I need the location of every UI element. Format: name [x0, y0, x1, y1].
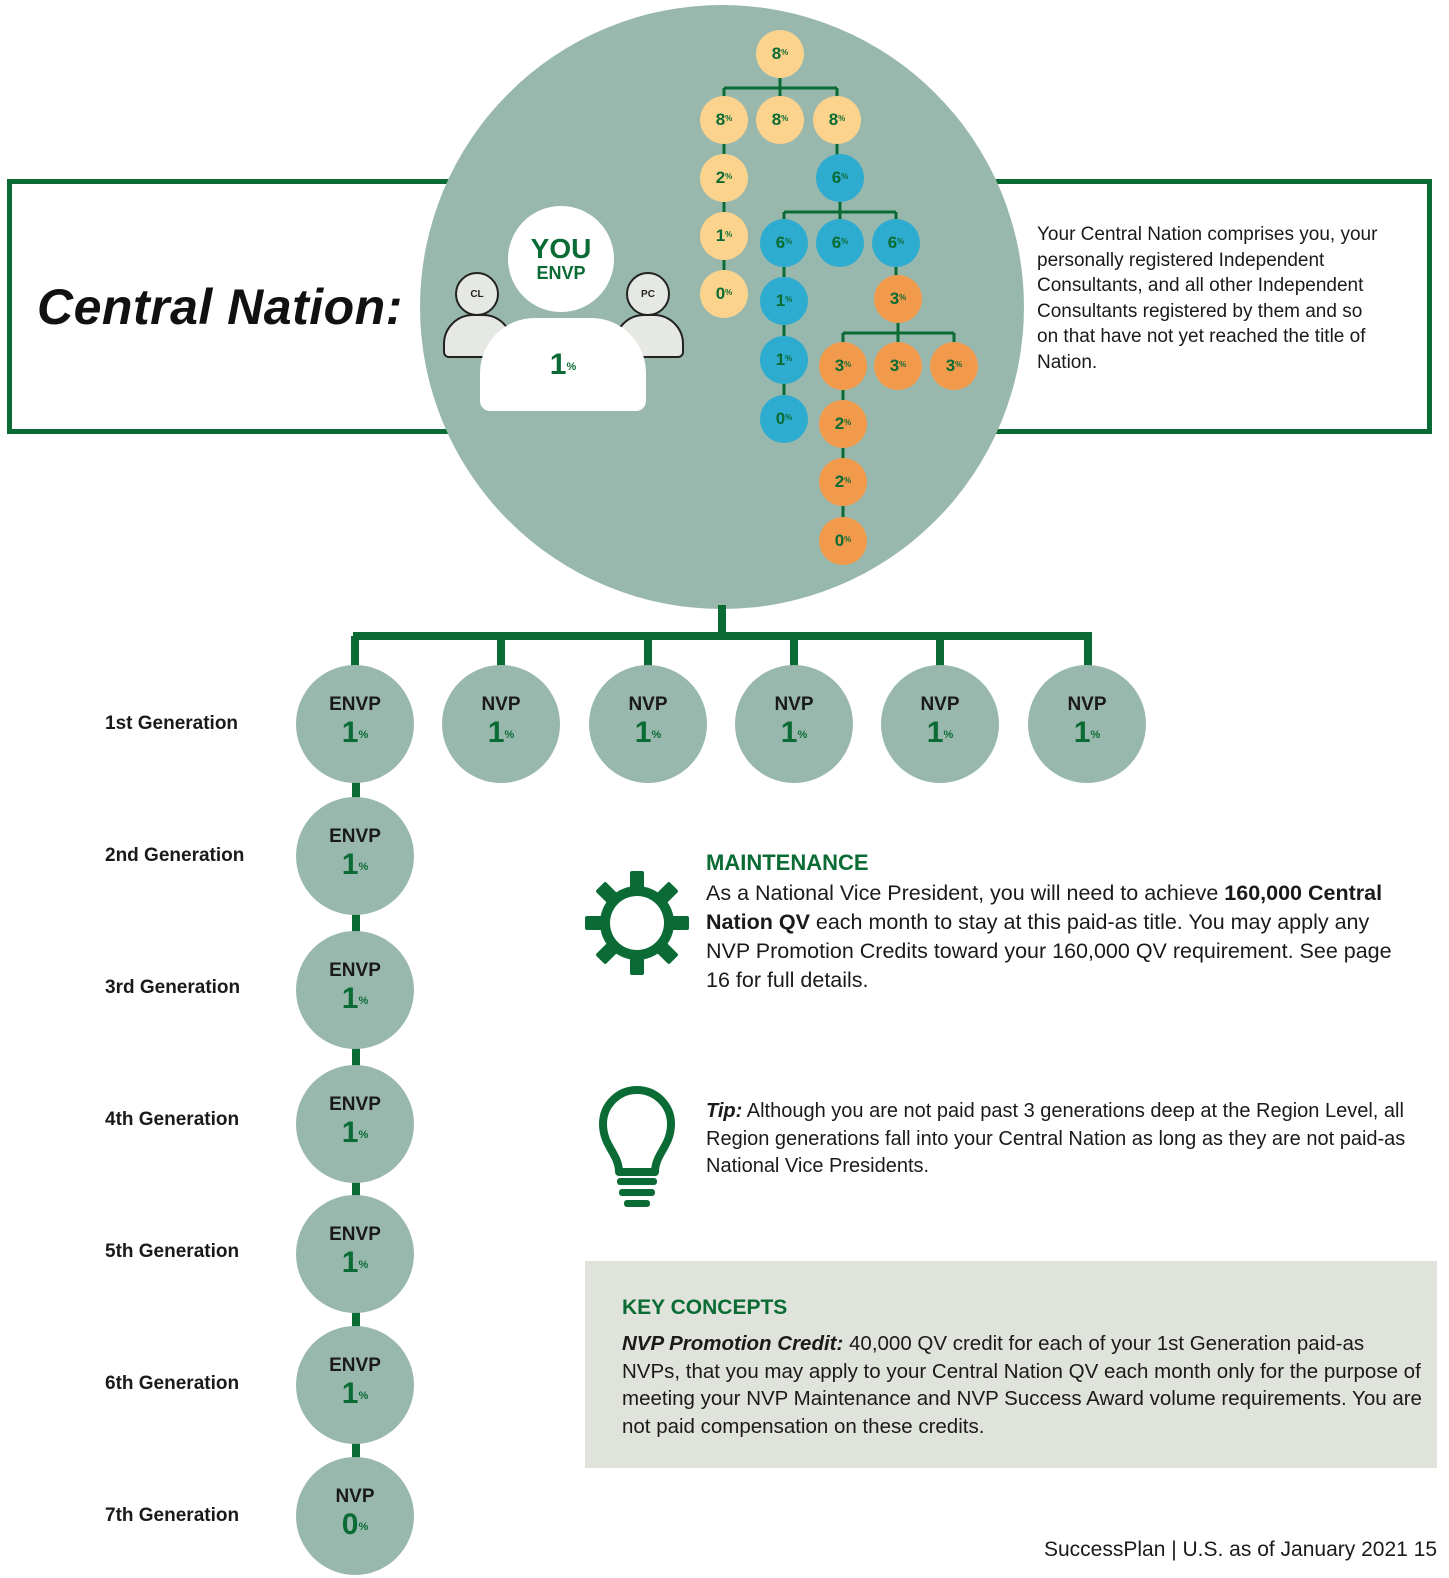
tree-node: 1% [760, 277, 808, 325]
generation-label: 6th Generation [105, 1373, 240, 1394]
lightbulb-icon [599, 1086, 675, 1207]
tree-node: 8% [813, 96, 861, 144]
generation-label: 4th Generation [105, 1109, 240, 1130]
you-role: ENVP [536, 263, 586, 283]
maintenance-title: MAINTENANCE [706, 850, 869, 875]
key-concepts-title: KEY CONCEPTS [622, 1296, 788, 1319]
tree-node: 8% [756, 96, 804, 144]
tree-node: 2% [819, 400, 867, 448]
generation-label: 5th Generation [105, 1241, 240, 1262]
gear-icon [585, 871, 689, 975]
generation-label: 7th Generation [105, 1505, 240, 1526]
page-footer: SuccessPlan | U.S. as of January 2021 15 [1043, 1538, 1437, 1561]
page-title: Central Nation: [37, 279, 403, 335]
tree-node: 2% [700, 154, 748, 202]
generation-label: 1st Generation [105, 713, 239, 734]
you-body: 1% [480, 318, 646, 411]
tree-node: 3% [819, 342, 867, 390]
tree-node: 0% [760, 395, 808, 443]
pc-person-icon: PC [626, 272, 670, 316]
maintenance-text: As a National Vice President, you will n… [706, 881, 1392, 992]
tree-node: 6% [816, 219, 864, 267]
you-label: YOU [530, 233, 592, 264]
tree-node: 0% [819, 517, 867, 565]
key-concepts-text: NVP Promotion Credit: 40,000 QV credit f… [622, 1332, 1422, 1438]
key-concepts-panel [585, 1261, 1437, 1468]
tree-node: 8% [700, 96, 748, 144]
tree-node: 6% [760, 219, 808, 267]
tree-node: 3% [874, 275, 922, 323]
tree-node: 1% [700, 212, 748, 260]
generation-label: 2nd Generation [105, 845, 245, 866]
tree-node: 6% [816, 154, 864, 202]
cl-person-icon: CL [455, 272, 499, 316]
tree-node: 3% [874, 342, 922, 390]
tree-node: 1% [760, 336, 808, 384]
tip-text: Tip: Although you are not paid past 3 ge… [706, 1100, 1406, 1177]
tree-node-root: 8% [756, 30, 804, 78]
tree-node: 2% [819, 458, 867, 506]
tree-node: 0% [700, 270, 748, 318]
tree-node: 6% [872, 219, 920, 267]
you-avatar: YOU ENVP [508, 206, 614, 312]
generation-label: 3rd Generation [105, 977, 241, 998]
tree-node: 3% [930, 342, 978, 390]
central-nation-description: Your Central Nation comprises you, your … [1037, 224, 1378, 373]
